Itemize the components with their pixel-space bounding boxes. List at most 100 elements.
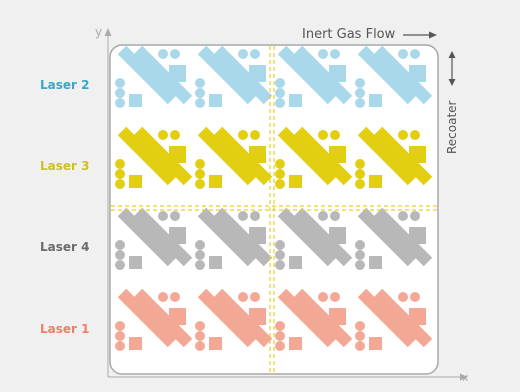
left-pin-b-r4c3: [275, 331, 285, 341]
parts-layer: [115, 45, 433, 351]
left-pin-a-r1c4: [355, 78, 365, 88]
diagonal-bar-a-r4c1: [117, 288, 177, 348]
top-pin-a-r1c3: [318, 49, 328, 59]
top-pin-b-r3c1: [170, 211, 180, 221]
large-block-r3c2: [249, 227, 266, 244]
large-block-r4c3: [329, 308, 346, 325]
left-pin-b-r3c2: [195, 250, 205, 260]
recoater-label: Recoater: [445, 100, 459, 154]
left-pin-b-r1c1: [115, 88, 125, 98]
left-pin-c-r2c2: [195, 179, 205, 189]
diagonal-bar-b-r2c4: [373, 126, 433, 186]
large-block-r1c1: [169, 65, 186, 82]
top-pin-a-r2c4: [398, 130, 408, 140]
left-pin-c-r3c2: [195, 260, 205, 270]
left-pin-a-r3c3: [275, 240, 285, 250]
large-block-r1c2: [249, 65, 266, 82]
small-block-r4c3: [289, 337, 302, 350]
top-pin-b-r4c4: [410, 292, 420, 302]
top-pin-b-r2c4: [410, 130, 420, 140]
recoater-arrowhead-up: [448, 51, 456, 58]
top-pin-a-r2c2: [238, 130, 248, 140]
small-block-r2c1: [129, 175, 142, 188]
top-pin-a-r1c1: [158, 49, 168, 59]
diagonal-bar-b-r1c1: [133, 45, 193, 105]
left-pin-c-r4c4: [355, 341, 365, 351]
y-axis-label: y: [95, 25, 102, 39]
x-axis-label: x: [462, 371, 469, 384]
diagonal-bar-b-r4c2: [213, 288, 273, 348]
top-pin-b-r4c3: [330, 292, 340, 302]
left-pin-b-r2c1: [115, 169, 125, 179]
small-block-r3c4: [369, 256, 382, 269]
diagonal-bar-b-r2c2: [213, 126, 273, 186]
diagonal-bar-b-r4c4: [373, 288, 433, 348]
left-pin-b-r1c3: [275, 88, 285, 98]
top-pin-b-r1c1: [170, 49, 180, 59]
diagonal-bar-a-r3c3: [277, 207, 337, 267]
diagonal-bar-a-r4c4: [357, 288, 417, 348]
axes: [107, 34, 462, 378]
left-pin-b-r3c4: [355, 250, 365, 260]
small-block-r3c3: [289, 256, 302, 269]
small-block-r4c1: [129, 337, 142, 350]
diagonal-bar-a-r3c1: [117, 207, 177, 267]
small-block-r4c4: [369, 337, 382, 350]
large-block-r1c3: [329, 65, 346, 82]
left-pin-b-r1c2: [195, 88, 205, 98]
diagonal-bar-b-r2c1: [133, 126, 193, 186]
left-pin-c-r1c4: [355, 98, 365, 108]
top-pin-b-r3c4: [410, 211, 420, 221]
diagonal-bar-a-r3c2: [197, 207, 257, 267]
diagonal-bar-a-r4c2: [197, 288, 257, 348]
left-pin-c-r1c1: [115, 98, 125, 108]
top-pin-a-r1c2: [238, 49, 248, 59]
laser-label-laser-2: Laser 2: [40, 78, 89, 92]
top-pin-b-r3c2: [250, 211, 260, 221]
left-pin-a-r4c4: [355, 321, 365, 331]
x-axis-arrowhead: [460, 373, 468, 381]
large-block-r4c4: [409, 308, 426, 325]
diagonal-bar-a-r1c3: [277, 45, 337, 105]
top-pin-a-r4c3: [318, 292, 328, 302]
diagonal-bar-a-r4c3: [277, 288, 337, 348]
diagonal-bar-b-r1c3: [293, 45, 353, 105]
top-pin-b-r2c3: [330, 130, 340, 140]
small-block-r1c4: [369, 94, 382, 107]
diagonal-bar-a-r1c1: [117, 45, 177, 105]
diagonal-bar-a-r1c2: [197, 45, 257, 105]
left-pin-b-r2c3: [275, 169, 285, 179]
left-pin-c-r1c2: [195, 98, 205, 108]
diagonal-bar-a-r2c3: [277, 126, 337, 186]
left-pin-c-r2c1: [115, 179, 125, 189]
diagonal-bar-b-r4c3: [293, 288, 353, 348]
top-pin-b-r3c3: [330, 211, 340, 221]
large-block-r4c2: [249, 308, 266, 325]
left-pin-a-r1c2: [195, 78, 205, 88]
top-pin-b-r1c3: [330, 49, 340, 59]
left-pin-b-r2c4: [355, 169, 365, 179]
top-pin-b-r4c2: [250, 292, 260, 302]
left-pin-c-r3c3: [275, 260, 285, 270]
large-block-r2c1: [169, 146, 186, 163]
diagonal-bar-b-r3c2: [213, 207, 273, 267]
left-pin-a-r4c2: [195, 321, 205, 331]
top-pin-a-r1c4: [398, 49, 408, 59]
large-block-r4c1: [169, 308, 186, 325]
top-pin-b-r2c1: [170, 130, 180, 140]
zone-dividers: [111, 46, 437, 373]
gas-flow-label: Inert Gas Flow: [302, 27, 396, 42]
laser-label-laser-3: Laser 3: [40, 159, 89, 173]
top-pin-a-r3c4: [398, 211, 408, 221]
small-block-r3c1: [129, 256, 142, 269]
small-block-r2c2: [209, 175, 222, 188]
left-pin-a-r1c1: [115, 78, 125, 88]
laser-label-laser-1: Laser 1: [40, 322, 89, 336]
top-pin-b-r4c1: [170, 292, 180, 302]
large-block-r2c2: [249, 146, 266, 163]
top-pin-a-r3c1: [158, 211, 168, 221]
top-pin-b-r2c2: [250, 130, 260, 140]
left-pin-c-r2c3: [275, 179, 285, 189]
small-block-r3c2: [209, 256, 222, 269]
